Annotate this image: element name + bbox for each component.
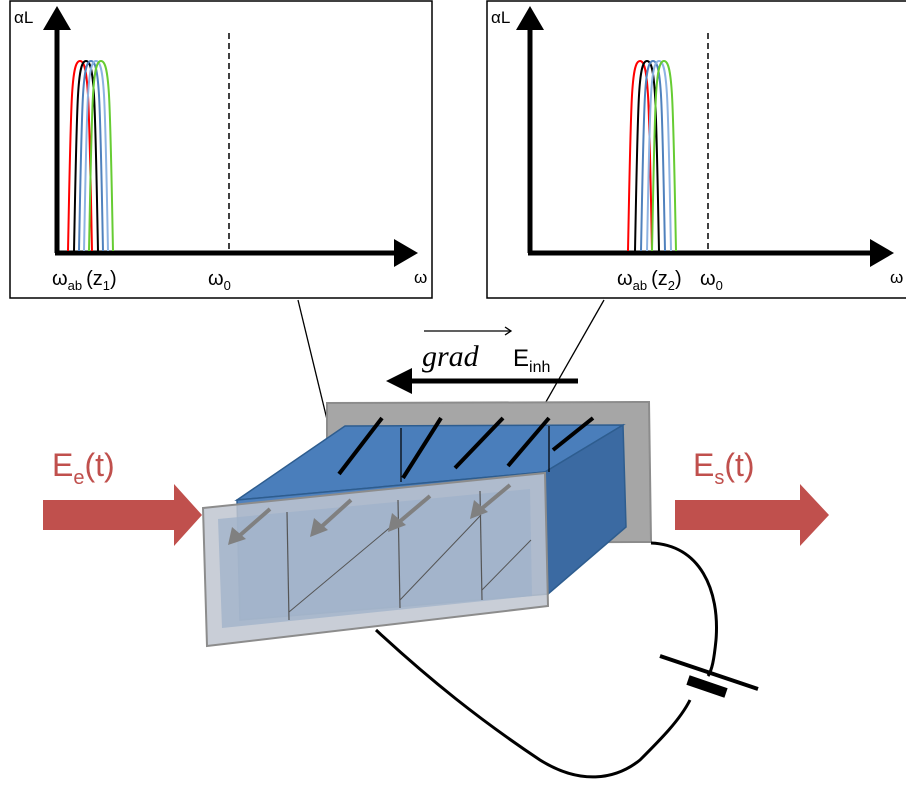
battery-short-plate — [686, 675, 728, 698]
right-peak-green — [651, 59, 677, 252]
right-plot-frame — [486, 0, 906, 299]
electrode-rod-1 — [337, 416, 384, 476]
right-peak-black — [634, 59, 660, 252]
left-peak-red — [67, 59, 93, 252]
right-peak-lightblue — [646, 59, 672, 252]
left-xlabel: ω — [414, 268, 427, 287]
gradient-field-label: Einh — [513, 345, 550, 376]
output-field: Es(t) — [675, 447, 829, 546]
electrode-rod-4 — [506, 416, 551, 468]
upper-circuit-wire — [650, 541, 718, 677]
voltage-circuit — [374, 541, 759, 779]
gradient-label: grad Einh — [422, 326, 550, 376]
left-peak-lightblue — [83, 59, 109, 252]
electrode-rod-2 — [401, 416, 443, 480]
left-absorption-peaks — [67, 59, 114, 252]
field-arrow-shaft-3 — [396, 494, 432, 525]
left-absorption-plot: αL ω ωab(z1) ω0 — [9, 0, 433, 299]
right-arrow-icon — [675, 484, 829, 546]
front-electrode-window — [218, 489, 532, 628]
gradient-arrow — [386, 368, 578, 394]
right-arrow-icon — [43, 484, 202, 546]
grad-operator-text: grad — [422, 340, 480, 373]
front-diagonal-1 — [288, 519, 400, 613]
left-peak-black — [73, 59, 99, 252]
field-arrow-head-2 — [310, 518, 328, 537]
vector-overline-arrowhead — [504, 326, 513, 336]
right-xlabel: ω — [890, 268, 903, 287]
right-omega0-label: ω0 — [700, 268, 723, 293]
right-x-axis-arrowhead — [870, 239, 894, 267]
input-field-label: Ee(t) — [52, 447, 115, 489]
input-field: Ee(t) — [43, 447, 202, 546]
right-absorption-plot: αL ω ωab(z2) ω0 — [486, 0, 906, 299]
left-omega-ab-z1-label: ωab(z1) — [52, 268, 117, 293]
battery-icon — [659, 654, 759, 698]
electrode-rod-5 — [551, 416, 595, 452]
front-diagonal-2 — [399, 514, 482, 601]
left-ylabel: αL — [14, 8, 33, 27]
field-arrow-shaft-1 — [236, 507, 272, 539]
left-x-axis-arrowhead — [394, 239, 418, 267]
front-divider-1 — [286, 511, 290, 621]
field-arrow-shaft-4 — [478, 483, 512, 512]
front-diagonal-3 — [481, 539, 532, 591]
right-y-axis-arrowhead — [516, 6, 544, 30]
battery-long-plate — [659, 654, 759, 691]
left-omega0-label: ω0 — [208, 268, 231, 293]
right-peak-blue — [640, 59, 666, 252]
field-arrow-shaft-2 — [318, 498, 353, 530]
left-peak-blue — [78, 59, 104, 252]
front-field-arrows — [228, 483, 512, 545]
left-peak-green — [88, 59, 114, 252]
crystal-assembly — [201, 400, 653, 648]
left-y-axis-arrowhead — [43, 6, 71, 30]
right-ylabel: αL — [491, 8, 510, 27]
field-arrow-head-1 — [228, 527, 246, 545]
left-arrow-icon — [386, 368, 412, 394]
lower-circuit-wire — [374, 628, 692, 779]
right-absorption-peaks — [627, 59, 677, 252]
field-arrow-head-3 — [388, 513, 406, 532]
output-field-label: Es(t) — [693, 447, 755, 489]
field-arrow-head-4 — [470, 500, 488, 519]
front-divider-2 — [397, 499, 401, 609]
right-omega-ab-z2-label: ωab(z2) — [617, 268, 682, 293]
electrode-rod-3 — [453, 416, 505, 470]
